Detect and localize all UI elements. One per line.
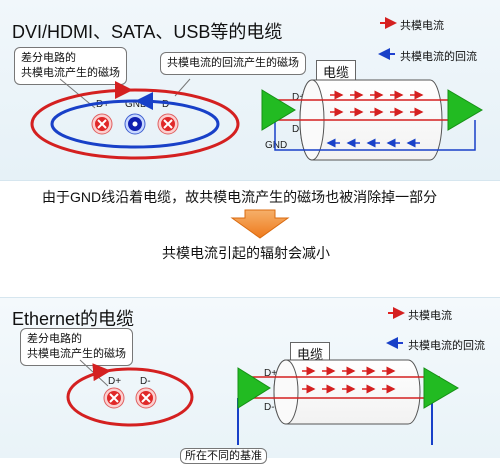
top-pin-dminus-label: D- (162, 99, 173, 110)
top-title: DVI/HDMI、SATA、USB等的电缆 (12, 22, 283, 42)
top-pin-dplus (91, 113, 113, 135)
bottom-pin-dminus (135, 387, 157, 409)
bottom-pin-dplus-label: D+ (108, 376, 122, 387)
bottom-cable-dplus-label: D+ (264, 368, 278, 379)
top-driver-left (261, 89, 296, 131)
bottom-title: Ethernet的电缆 (12, 309, 135, 329)
top-cable-gnd-label: GND (265, 140, 288, 151)
top-cable-dplus-label: D+ (292, 92, 306, 103)
bottom-driver-right (423, 367, 459, 409)
top-pin-dminus (157, 113, 179, 135)
top-callout-return: 共模电流的回流产生的磁场 (160, 52, 306, 75)
bottom-cable-label: 电缆 (290, 342, 331, 365)
top-wire-gnd (274, 120, 476, 151)
top-field-red-loop (30, 81, 240, 160)
bottom-legend-common-label: 共模电流 (408, 310, 452, 322)
bottom-pin-dminus-label: D- (140, 376, 151, 387)
top-legend-return-label: 共模电流的回流 (400, 51, 477, 63)
top-callout-differential: 差分电路的 共模电流产生的磁场 (14, 47, 127, 85)
bottom-pin-dplus (103, 387, 125, 409)
bottom-cable (273, 359, 421, 425)
bottom-field-red-loop (66, 363, 194, 427)
top-driver-right (447, 89, 483, 131)
bottom-cable-dminus-label: D- (264, 402, 275, 413)
top-legend-common-label: 共模电流 (400, 20, 444, 32)
top-caption: 由于GND线沿着电缆，故共模电流产生的磁场也被消除掉一部分 (42, 189, 438, 205)
top-pin-gnd (124, 113, 146, 135)
top-field-blue-loop (50, 92, 220, 149)
result-text: 共模电流引起的辐射会减小 (162, 245, 330, 261)
bottom-callout-differential: 差分电路的 共模电流产生的磁场 (20, 328, 133, 366)
transfer-arrow (230, 209, 290, 239)
bottom-legend-return-label: 共模电流的回流 (408, 340, 485, 352)
top-pin-dplus-label: D+ (96, 99, 110, 110)
top-cable-dminus-label: D- (292, 124, 303, 135)
top-callout-pointer (59, 78, 96, 109)
bottom-driver-left (237, 367, 271, 409)
